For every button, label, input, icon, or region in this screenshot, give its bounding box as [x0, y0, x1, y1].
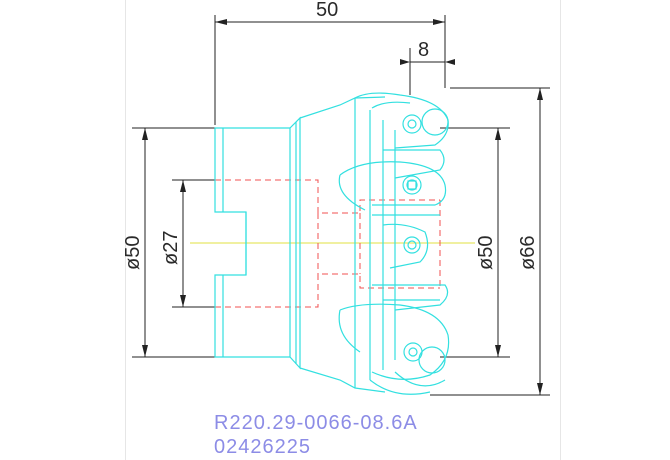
dimension-arrows: [142, 19, 543, 395]
hidden-lines: [215, 179, 441, 308]
cutter-body-outline: [214, 92, 450, 395]
dimension-lines: [132, 15, 550, 396]
order-code: 02426225: [214, 436, 311, 458]
dim-dia-outer: ø66: [517, 236, 539, 270]
insert-screws: [402, 108, 449, 374]
frame-line-right: [560, 0, 561, 460]
frame-line-left: [125, 0, 126, 460]
dim-dia-left: ø50: [122, 236, 144, 270]
dim-length-small: 8: [418, 39, 429, 61]
part-number: R220.29-0066-08.6A: [214, 412, 418, 434]
dim-dia-right: ø50: [475, 236, 497, 270]
dim-length-total: 50: [316, 0, 338, 21]
dim-dia-bore: ø27: [160, 231, 182, 265]
